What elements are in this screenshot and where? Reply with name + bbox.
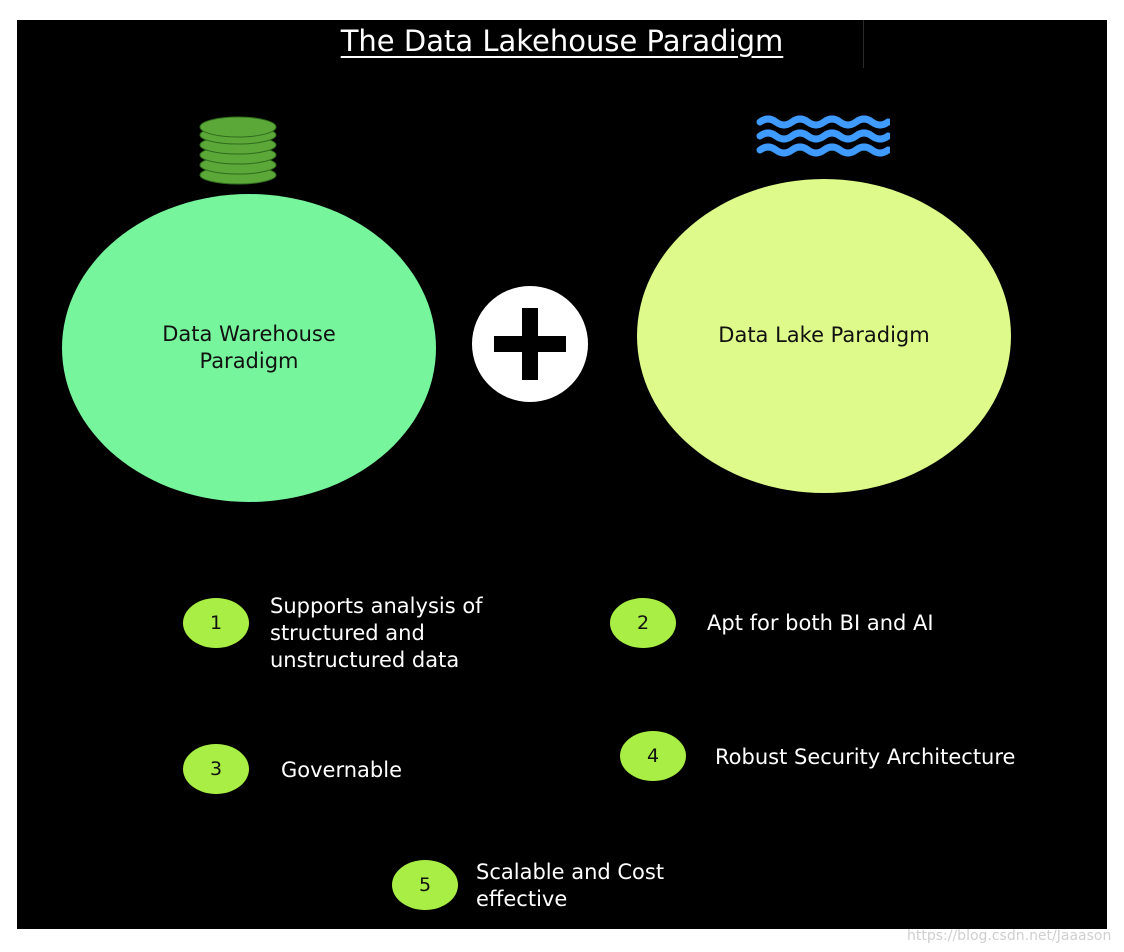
waves-icon: [756, 115, 890, 157]
feature-2-number: 2: [636, 612, 650, 634]
database-icon: [199, 116, 277, 185]
feature-3-badge: 3: [183, 744, 249, 794]
feature-1-line: structured and: [270, 621, 425, 645]
feature-1-label: Supports analysis of structured and unst…: [270, 593, 483, 674]
feature-4-number: 4: [646, 745, 660, 767]
data-lake-label: Data Lake Paradigm: [718, 323, 930, 348]
feature-4-line: Robust Security Architecture: [715, 745, 1016, 769]
feature-5-line: Scalable and Cost: [476, 860, 665, 884]
feature-3-number: 3: [209, 758, 223, 780]
data-warehouse-node: Data Warehouse Paradigm: [62, 194, 436, 502]
divider-line: [863, 20, 864, 68]
feature-5-label: Scalable and Cost effective: [476, 859, 664, 913]
watermark-text: https://blog.csdn.net/Jaaason: [907, 928, 1112, 944]
feature-2-label: Apt for both BI and AI: [707, 610, 934, 637]
diagram-title: The Data Lakehouse Paradigm: [340, 24, 784, 58]
data-warehouse-label-line: Paradigm: [199, 349, 299, 373]
feature-2-badge: 2: [610, 598, 676, 648]
data-warehouse-label: Data Warehouse Paradigm: [162, 321, 336, 376]
feature-1-badge: 1: [183, 598, 249, 648]
feature-2-line: Apt for both BI and AI: [707, 611, 934, 635]
feature-1-number: 1: [209, 612, 223, 634]
feature-4-badge: 4: [620, 731, 686, 781]
feature-1-line: Supports analysis of: [270, 594, 483, 618]
feature-5-line: effective: [476, 887, 568, 911]
feature-3-label: Governable: [281, 757, 402, 784]
feature-5-number: 5: [418, 874, 432, 896]
feature-4-label: Robust Security Architecture: [715, 744, 1015, 771]
data-lake-node: Data Lake Paradigm: [637, 179, 1011, 493]
feature-1-line: unstructured data: [270, 648, 460, 672]
plus-icon: [472, 286, 588, 402]
feature-5-badge: 5: [392, 860, 458, 910]
feature-3-line: Governable: [281, 758, 402, 782]
data-warehouse-label-line: Data Warehouse: [162, 321, 336, 346]
